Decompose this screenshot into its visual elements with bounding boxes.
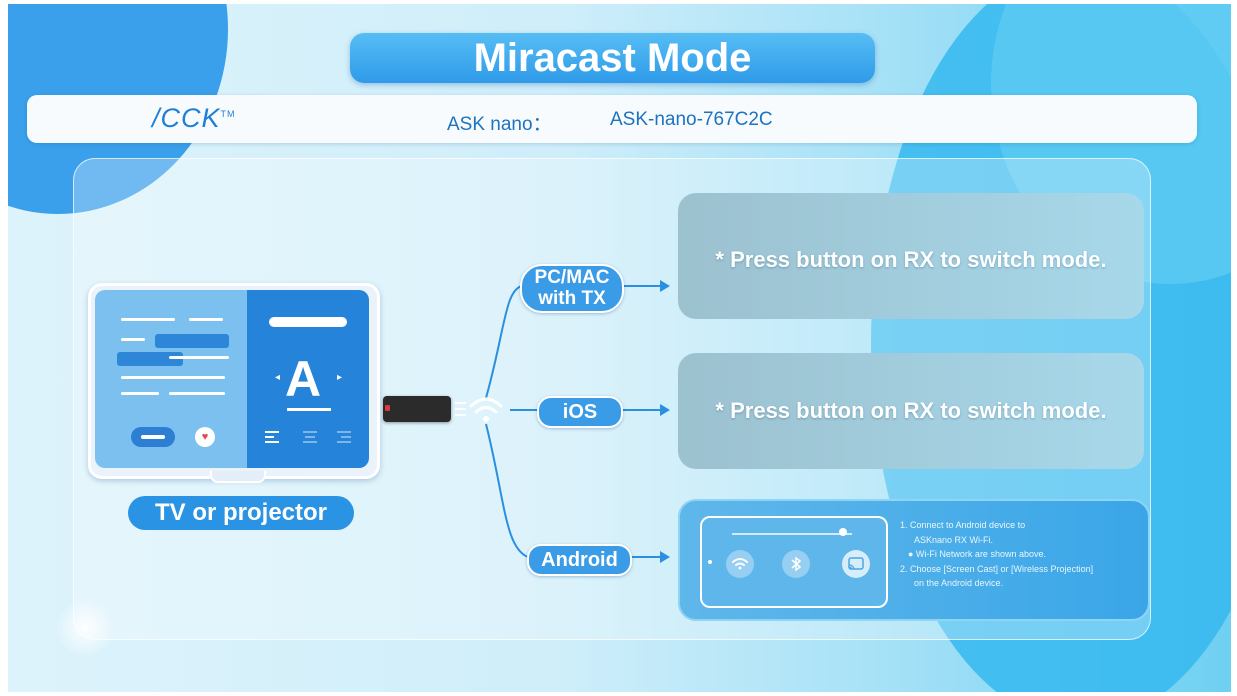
source-android: Android: [527, 544, 632, 576]
step-1-cont: ASKnano RX Wi-Fi.: [914, 534, 994, 545]
align-icons: [265, 431, 351, 443]
tv-left-pane: ♥: [95, 290, 247, 468]
step-2: 2. Choose [Screen Cast] or [Wireless Pro…: [900, 563, 1094, 574]
source-pc-line2: with TX: [538, 288, 606, 309]
android-steps: 1. Connect to Android device to ASKnano …: [900, 518, 1140, 591]
bluetooth-icon: [782, 550, 810, 578]
text-line: [121, 338, 145, 341]
logo-text: /CCK: [152, 103, 221, 133]
source-pc-line1: PC/MAC: [534, 267, 610, 288]
signal-dashes: [455, 402, 466, 416]
line-to-android: [485, 423, 529, 558]
tv-big-letter: A: [285, 351, 322, 407]
android-quick-settings: [700, 516, 888, 608]
tv-pill-button: [131, 427, 175, 447]
text-line: [121, 376, 225, 379]
header-bar: /CCKTM ASK nano： ASK-nano-767C2C: [27, 95, 1197, 143]
tv-right-pane: ◂ A ▸: [247, 290, 369, 468]
highlight-block: [117, 352, 183, 366]
ios-instruction-box: * Press button on RX to switch mode.: [678, 353, 1144, 469]
step-1: 1. Connect to Android device to: [900, 520, 1026, 530]
tv-label: TV or projector: [128, 496, 354, 530]
brightness-slider: [732, 533, 852, 535]
arrowhead-icon: [660, 280, 670, 292]
wifi-icon: [469, 397, 503, 414]
tv-search-bar: [269, 317, 347, 327]
tv-illustration: ♥ ◂ A ▸: [88, 283, 380, 479]
text-line: [121, 392, 159, 395]
step-2-cont: on the Android device.: [914, 578, 1004, 588]
pc-instruction-text: * Press button on RX to switch mode.: [715, 247, 1107, 272]
highlight-block: [155, 334, 229, 348]
page-title: Miracast Mode: [350, 33, 875, 83]
page-dot: [708, 560, 712, 564]
step-note: ● Wi-Fi Network are shown above.: [908, 549, 1046, 559]
device-name-label: ASK nano：: [447, 114, 552, 135]
logo-tm: TM: [220, 109, 236, 119]
text-line: [169, 356, 229, 359]
source-ios: iOS: [537, 396, 623, 428]
chevron-left-icon: ◂: [275, 372, 281, 383]
rx-dongle: [383, 396, 451, 422]
arrowhead-icon: [660, 551, 670, 563]
text-line: [121, 318, 175, 321]
line-to-pc: [485, 285, 523, 399]
tv-stand: [210, 471, 266, 483]
pc-instruction-box: * Press button on RX to switch mode.: [678, 193, 1144, 319]
text-line: [189, 318, 223, 321]
letter-underline: [287, 408, 331, 411]
arrowhead-icon: [660, 404, 670, 416]
source-pc-mac: PC/MAC with TX: [520, 264, 624, 313]
ios-instruction-text: * Press button on RX to switch mode.: [715, 398, 1107, 423]
screen-cast-icon: [842, 550, 870, 578]
heart-icon: ♥: [195, 427, 215, 447]
wifi-icon: [726, 550, 754, 578]
device-name-value: ASK-nano-767C2C: [610, 109, 773, 130]
wifi-dot: [483, 416, 489, 422]
chevron-right-icon: ▸: [337, 372, 343, 383]
text-line: [169, 392, 225, 395]
slider-knob: [839, 528, 847, 536]
decorative-glow: [55, 598, 115, 658]
brand-logo: /CCKTM: [152, 103, 236, 134]
